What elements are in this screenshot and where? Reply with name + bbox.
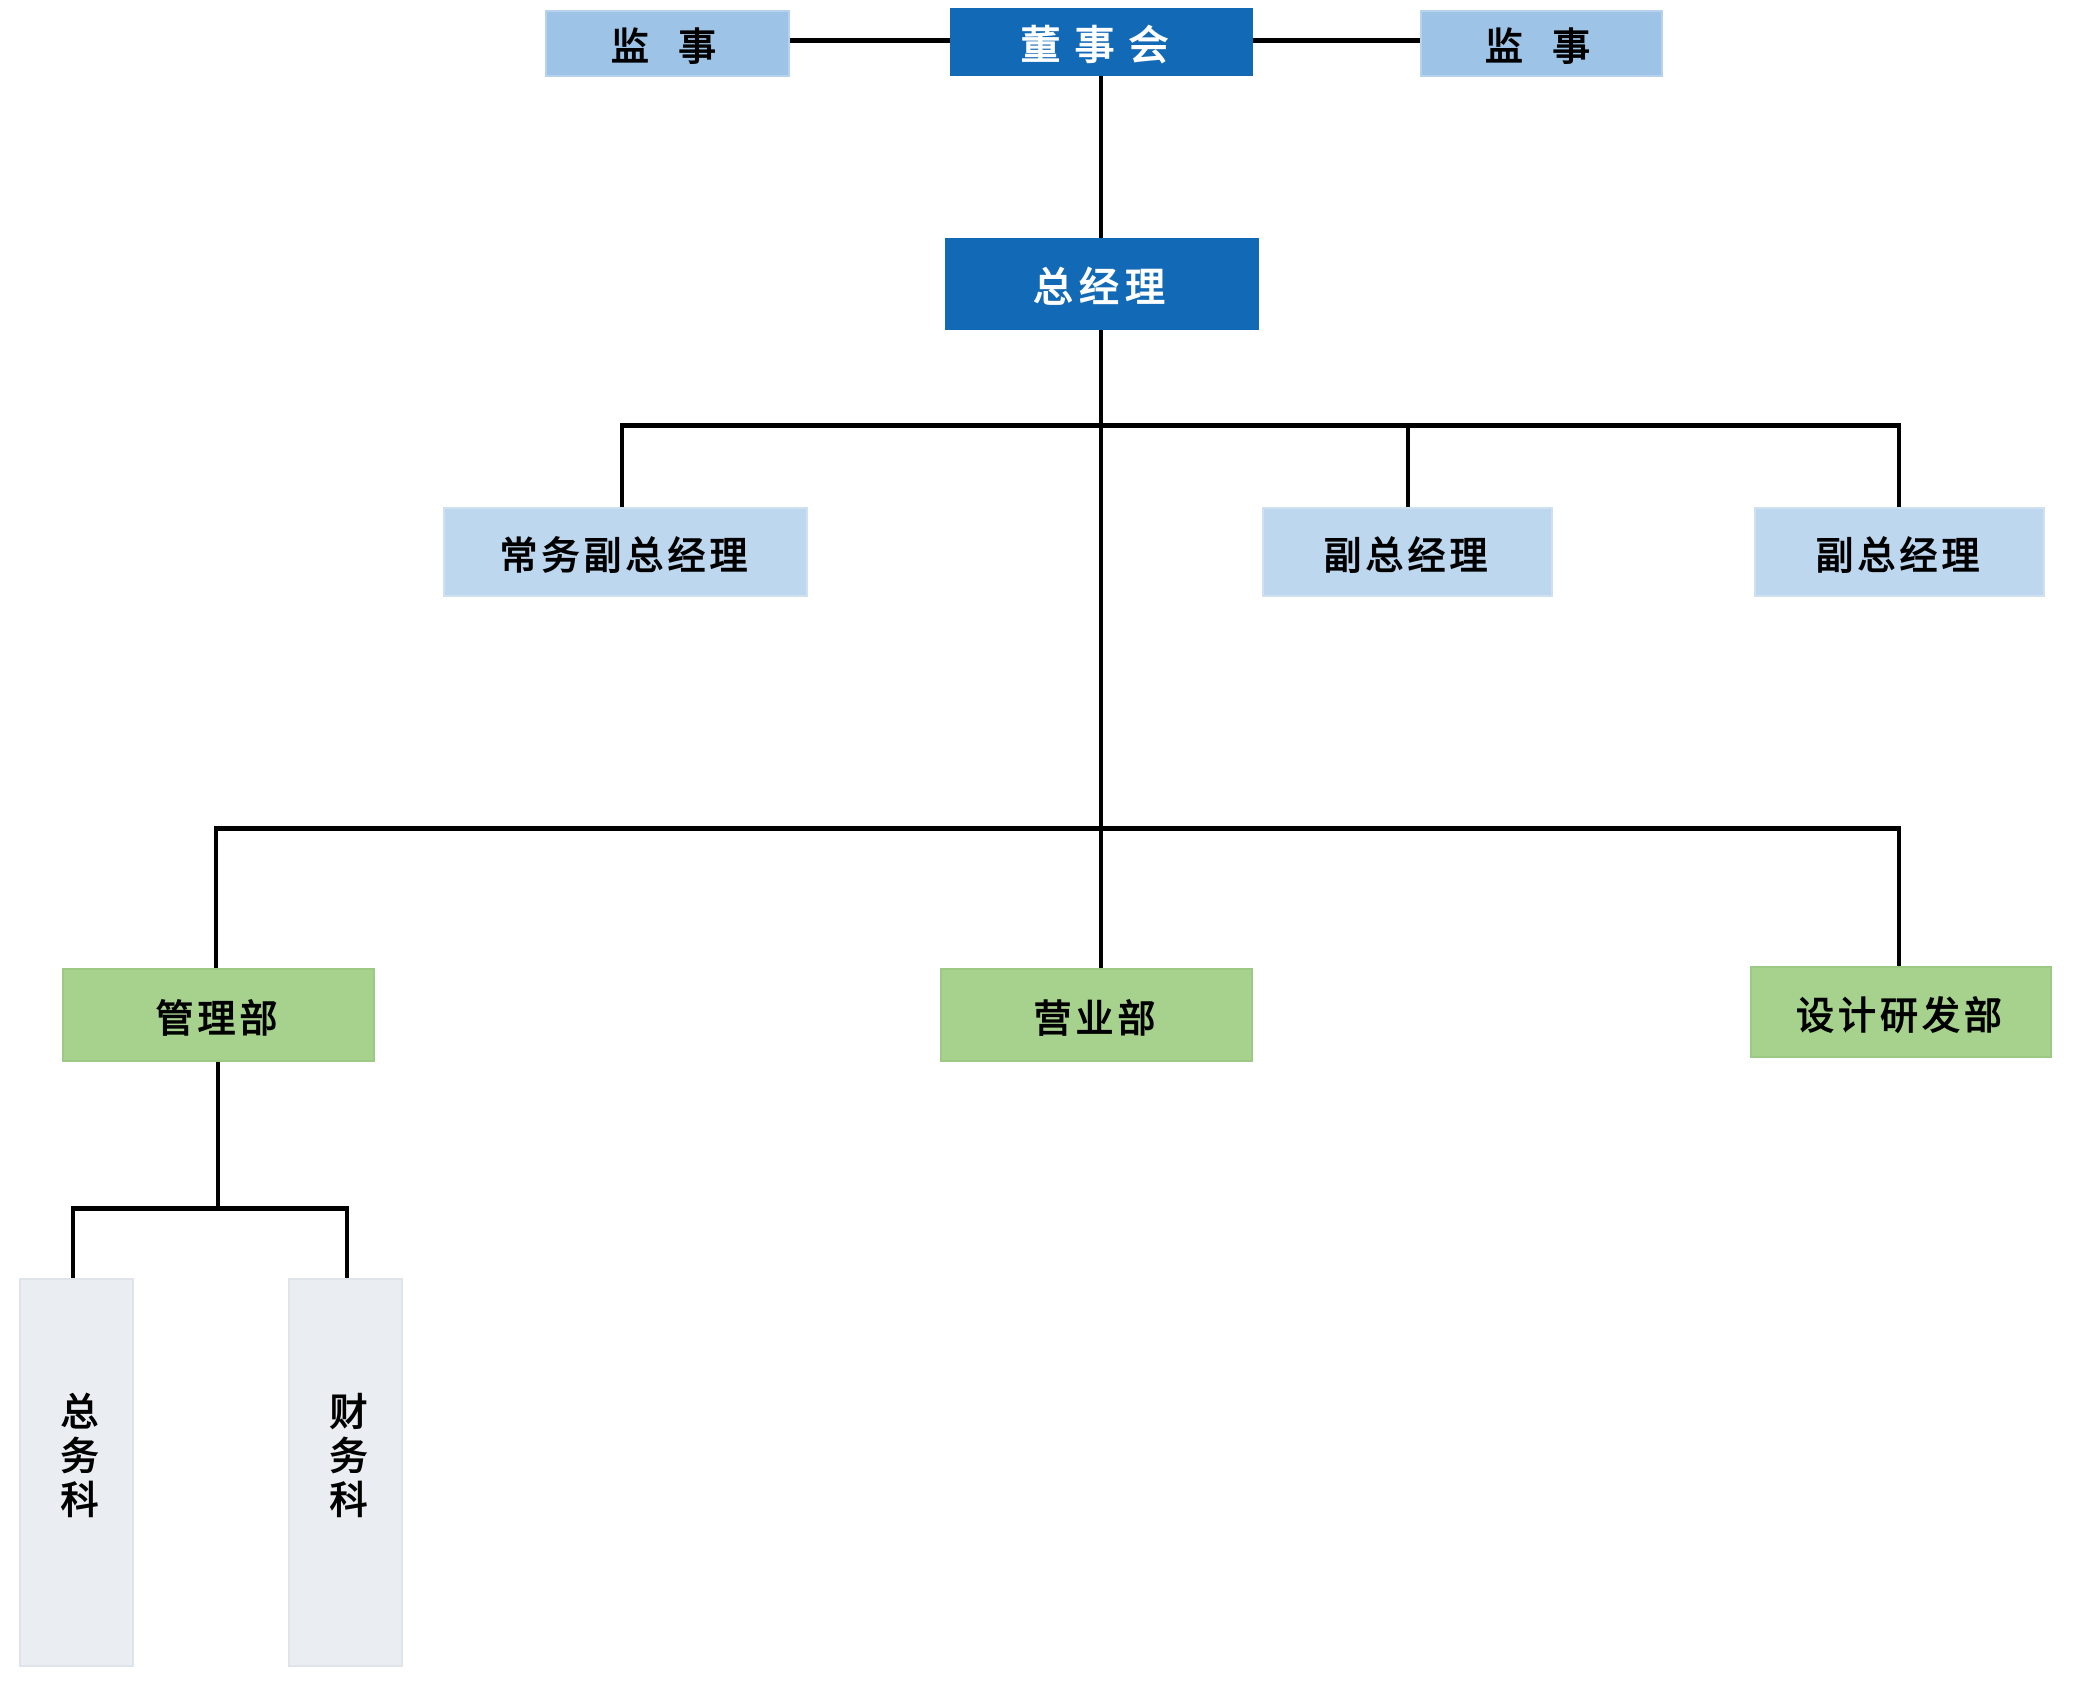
org-node-sales-dept: 营业部	[940, 968, 1253, 1062]
org-node-label: 营业部	[1033, 995, 1160, 1041]
connector-drop-deputy-2	[1897, 423, 1901, 507]
connector-gm-stem	[1099, 330, 1103, 968]
org-node-supervisor-left: 监 事	[545, 10, 790, 77]
connector-management-stem	[216, 1062, 220, 1210]
connector-supervisor-left-board	[790, 38, 950, 43]
org-node-deputy-gm-1: 副总经理	[1262, 507, 1553, 597]
org-node-label: 财务科	[323, 1392, 368, 1524]
connector-department-rail	[214, 826, 1901, 831]
org-node-label: 总经理	[1033, 264, 1171, 311]
connector-drop-general-affairs	[71, 1206, 75, 1278]
org-node-design-rd-dept: 设计研发部	[1750, 966, 2052, 1058]
org-node-finance-section: 财务科	[288, 1278, 403, 1667]
connector-drop-management	[214, 826, 218, 968]
org-node-label: 监 事	[1484, 24, 1599, 69]
org-node-label: 常务副总经理	[499, 532, 752, 578]
org-node-management-dept: 管理部	[62, 968, 375, 1062]
org-node-executive-deputy-gm: 常务副总经理	[443, 507, 808, 597]
org-node-label: 副总经理	[1323, 532, 1492, 578]
connector-drop-exec-deputy	[620, 423, 624, 507]
org-node-deputy-gm-2: 副总经理	[1754, 507, 2045, 597]
org-node-label: 董事会	[1020, 22, 1183, 69]
connector-drop-design-rd	[1897, 826, 1901, 966]
org-node-label: 总务科	[54, 1392, 99, 1524]
org-node-board-of-directors: 董事会	[950, 8, 1253, 76]
connector-drop-deputy-1	[1406, 423, 1410, 507]
org-node-general-manager: 总经理	[945, 238, 1259, 330]
org-node-general-affairs-section: 总务科	[19, 1278, 134, 1667]
connector-drop-finance	[345, 1206, 349, 1278]
org-node-label: 副总经理	[1815, 532, 1984, 578]
org-node-label: 监 事	[610, 24, 725, 69]
org-node-supervisor-right: 监 事	[1420, 10, 1663, 77]
org-node-label: 设计研发部	[1795, 992, 2006, 1038]
org-node-label: 管理部	[155, 995, 282, 1041]
connector-board-supervisor-right	[1253, 38, 1420, 43]
connector-section-rail	[71, 1206, 349, 1211]
connector-deputy-rail	[620, 423, 1901, 428]
connector-board-gm	[1099, 76, 1103, 238]
